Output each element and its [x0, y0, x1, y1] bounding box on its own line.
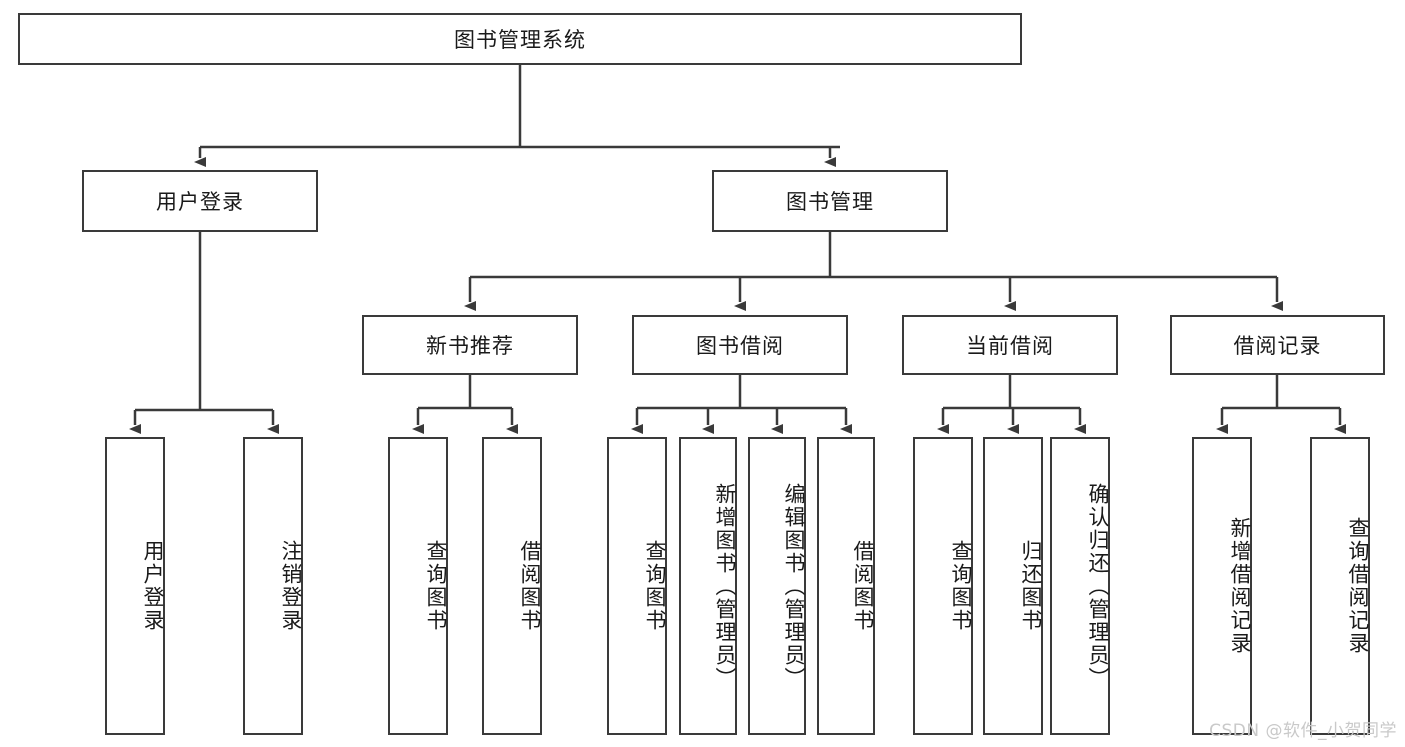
node-leaf-return-book-label: 归还图书 [1019, 540, 1043, 632]
node-user-login-label: 用户登录 [156, 190, 244, 214]
node-leaf-user-login-label: 用户登录 [141, 540, 165, 632]
node-leaf-add-book[interactable]: 新增图书（管理员） [679, 437, 737, 735]
node-leaf-borrow-book-2[interactable]: 借阅图书 [817, 437, 875, 735]
node-book-borrow-label: 图书借阅 [696, 334, 784, 358]
node-root[interactable]: 图书管理系统 [18, 13, 1022, 65]
node-leaf-query-book-1-label: 查询图书 [424, 540, 448, 632]
node-user-login[interactable]: 用户登录 [82, 170, 318, 232]
node-leaf-query-book-3[interactable]: 查询图书 [913, 437, 973, 735]
node-leaf-user-logout[interactable]: 注销登录 [243, 437, 303, 735]
node-leaf-query-book-2[interactable]: 查询图书 [607, 437, 667, 735]
node-leaf-add-record-label: 新增借阅记录 [1228, 517, 1252, 655]
watermark-text: CSDN @软件_小贺同学 [1209, 721, 1397, 741]
node-leaf-borrow-book-1-label: 借阅图书 [518, 540, 542, 632]
node-leaf-query-record-label: 查询借阅记录 [1346, 517, 1370, 655]
node-root-label: 图书管理系统 [454, 28, 586, 52]
node-leaf-edit-book-label: 编辑图书（管理员） [782, 482, 806, 690]
node-book-manage[interactable]: 图书管理 [712, 170, 948, 232]
node-leaf-query-book-2-label: 查询图书 [643, 540, 667, 632]
node-current-borrow[interactable]: 当前借阅 [902, 315, 1118, 375]
node-leaf-add-record[interactable]: 新增借阅记录 [1192, 437, 1252, 735]
node-leaf-query-book-3-label: 查询图书 [949, 540, 973, 632]
node-borrow-record-label: 借阅记录 [1233, 334, 1322, 358]
node-leaf-add-book-label: 新增图书（管理员） [713, 482, 737, 690]
node-leaf-borrow-book-2-label: 借阅图书 [851, 540, 875, 632]
node-leaf-return-book[interactable]: 归还图书 [983, 437, 1043, 735]
node-borrow-record[interactable]: 借阅记录 [1170, 315, 1385, 375]
node-leaf-confirm-return-label: 确认归还（管理员） [1086, 482, 1110, 690]
node-leaf-query-book-1[interactable]: 查询图书 [388, 437, 448, 735]
node-new-book-recommend[interactable]: 新书推荐 [362, 315, 578, 375]
node-new-book-recommend-label: 新书推荐 [426, 334, 514, 358]
node-book-manage-label: 图书管理 [786, 190, 874, 214]
node-leaf-query-record[interactable]: 查询借阅记录 [1310, 437, 1370, 735]
node-leaf-user-logout-label: 注销登录 [279, 540, 303, 632]
node-leaf-confirm-return[interactable]: 确认归还（管理员） [1050, 437, 1110, 735]
node-book-borrow[interactable]: 图书借阅 [632, 315, 848, 375]
node-leaf-edit-book[interactable]: 编辑图书（管理员） [748, 437, 806, 735]
node-leaf-borrow-book-1[interactable]: 借阅图书 [482, 437, 542, 735]
node-leaf-user-login[interactable]: 用户登录 [105, 437, 165, 735]
node-current-borrow-label: 当前借阅 [966, 334, 1054, 358]
